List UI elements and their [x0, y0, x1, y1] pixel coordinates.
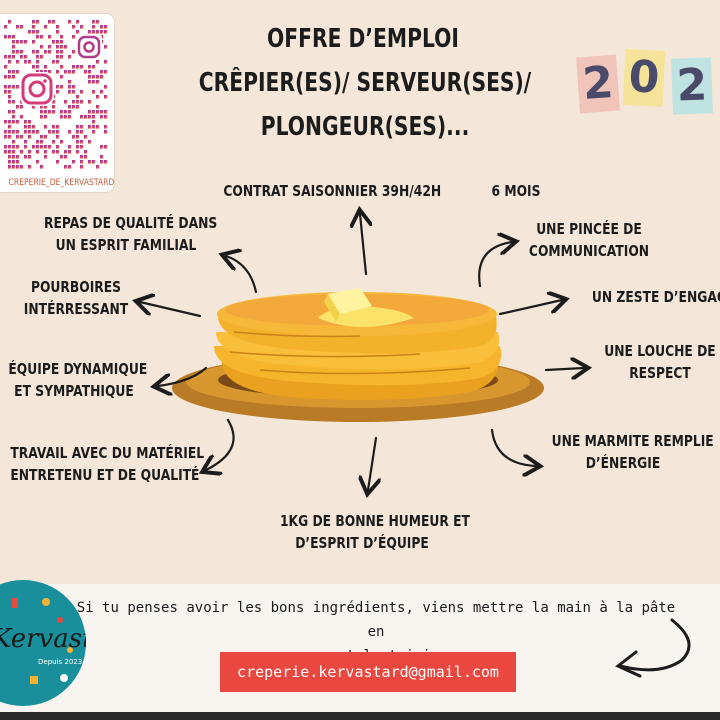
logo-name: Kervastard: [0, 624, 86, 654]
instagram-handle: CREPERIE_DE_KERVASTARD: [8, 178, 115, 188]
curved-arrow-icon: [615, 618, 691, 678]
email-button[interactable]: creperie.kervastard@gmail.com: [220, 652, 516, 692]
bottom-border: [0, 712, 720, 720]
crepe-illustration: [0, 0, 720, 584]
title-line-3: PLONGEUR(SES)...: [260, 112, 470, 142]
qr-code: [4, 20, 108, 169]
instagram-small-icon: [77, 35, 101, 59]
title-line-1: OFFRE D’EMPLOI: [267, 24, 459, 54]
arrows: [140, 214, 584, 490]
butter: [318, 288, 414, 327]
instagram-qr-card[interactable]: CREPERIE_DE_KERVASTARD: [0, 14, 114, 192]
title-line-2: CRÊPIER(ES)/ SERVEUR(SES)/: [198, 68, 532, 98]
instagram-icon: [21, 73, 53, 105]
logo-decoration: [12, 598, 73, 684]
commitment-label: UN ZESTE D’ENGAGE: [591, 288, 720, 306]
kervastard-logo[interactable]: Kervastard Depuis 2023: [0, 580, 86, 706]
duration-label: 6 MOIS: [491, 182, 541, 200]
logo-since: Depuis 2023: [38, 658, 83, 666]
contract-label: CONTRAT SAISONNIER 39H/42H: [223, 182, 442, 200]
